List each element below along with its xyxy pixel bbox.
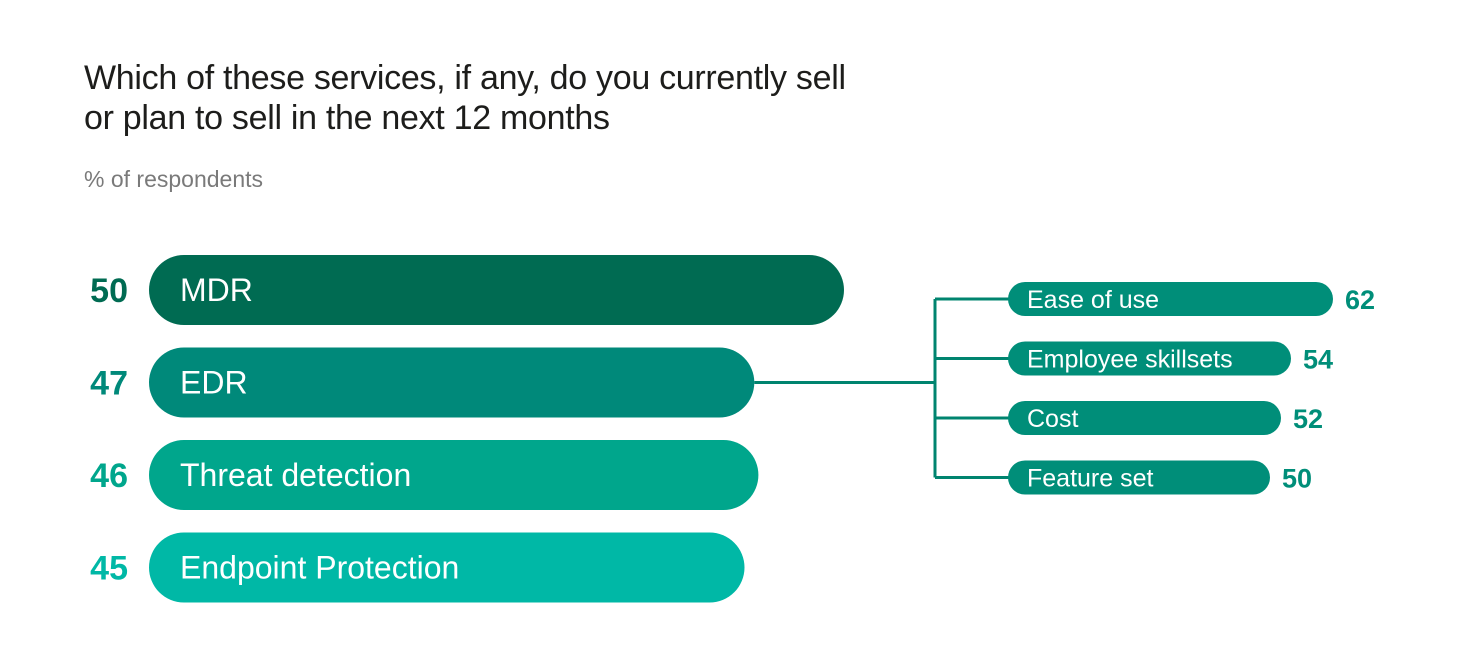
bar-threat-detection — [149, 440, 759, 510]
bar-label-threat-detection: Threat detection — [180, 457, 411, 493]
bar-label-endpoint-protection: Endpoint Protection — [180, 550, 459, 586]
bar-value-edr: 47 — [90, 365, 128, 403]
bar-value-threat-detection: 46 — [90, 457, 128, 495]
sub-bar-value-feature-set: 50 — [1282, 464, 1312, 494]
sub-bar-value-cost: 52 — [1293, 404, 1323, 434]
sub-bar-feature-set — [1008, 460, 1270, 495]
bar-label-mdr: MDR — [180, 272, 253, 308]
sub-bar-value-ease-of-use: 62 — [1345, 285, 1375, 315]
sub-bar-ease-of-use — [1008, 282, 1333, 316]
sub-bar-label-cost: Cost — [1027, 405, 1078, 433]
bar-label-edr: EDR — [180, 365, 248, 401]
sub-bar-cost — [1008, 401, 1281, 435]
bar-edr — [149, 347, 755, 418]
chart-title-line-1: Which of these services, if any, do you … — [84, 59, 846, 97]
bar-value-endpoint-protection: 45 — [90, 550, 128, 588]
bar-value-mdr: 50 — [90, 272, 128, 310]
bar-endpoint-protection — [149, 532, 745, 603]
sub-bar-label-employee-skillsets: Employee skillsets — [1027, 346, 1233, 374]
sub-bar-employee-skillsets — [1008, 341, 1291, 376]
sub-bar-value-employee-skillsets: 54 — [1303, 345, 1333, 375]
sub-bar-label-ease-of-use: Ease of use — [1027, 286, 1159, 314]
chart-subtitle: % of respondents — [84, 166, 264, 192]
chart-title-line-2: or plan to sell in the next 12 months — [84, 99, 610, 137]
chart-title: Which of these services, if any, do you … — [84, 58, 984, 138]
bar-mdr — [149, 255, 844, 325]
sub-bar-label-feature-set: Feature set — [1027, 465, 1154, 493]
